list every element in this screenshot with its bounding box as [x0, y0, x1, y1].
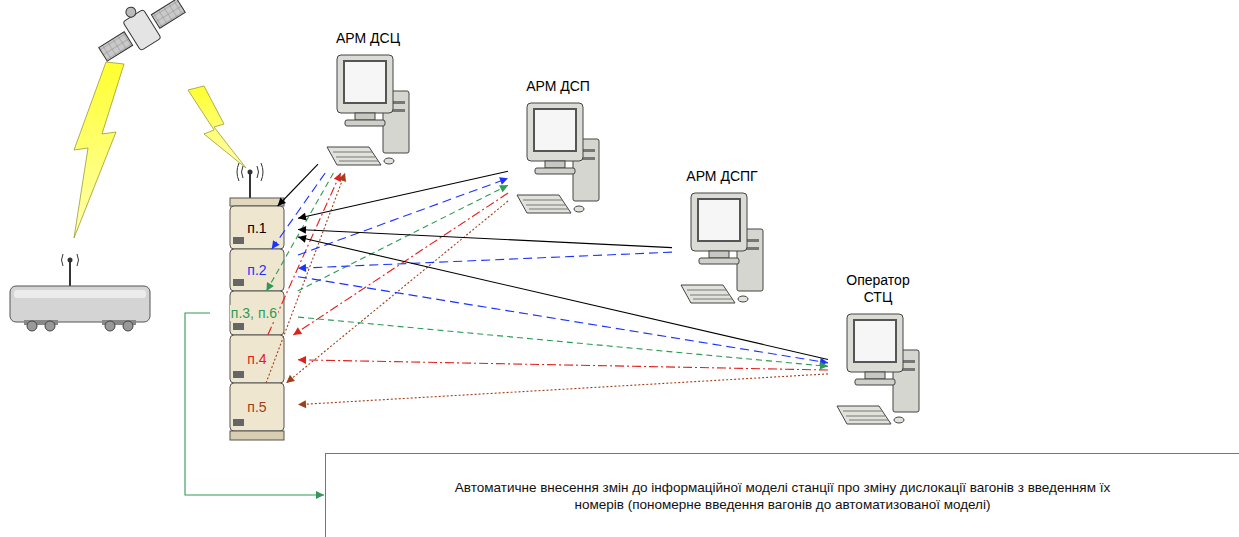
radio-bolt [74, 62, 124, 238]
rack-unit [230, 249, 284, 291]
wagon-antenna [62, 254, 79, 266]
monitor-body [691, 193, 747, 251]
keyboard-keys [523, 200, 568, 209]
monitor-base [855, 379, 895, 385]
mouse [574, 206, 584, 212]
note-text: Автоматичне внесення змін до інформаційн… [453, 479, 1113, 513]
workstation: АРМ ДСПГ [672, 168, 772, 311]
wagon-wheel [123, 321, 133, 331]
monitor-screen [534, 109, 576, 151]
port-label: п.5 [246, 399, 267, 415]
satellite [89, 0, 190, 69]
connector [298, 229, 672, 247]
keyboard-keys [843, 411, 888, 420]
port-label: п.2 [246, 262, 267, 278]
wagon-antenna [69, 262, 71, 286]
mouse [738, 296, 748, 302]
connector [298, 252, 672, 268]
port-label: п.4 [246, 351, 267, 367]
monitor-base [699, 258, 739, 264]
keyboard-keys [333, 152, 378, 161]
solar-panel [99, 32, 133, 61]
rack-unit [230, 383, 284, 431]
workstation-label: Оператор СТЦ [836, 272, 920, 306]
radio-bolt [188, 86, 246, 168]
wagon-body [10, 286, 150, 322]
workstation-label: АРМ ДСПГ [684, 168, 759, 185]
connector [298, 374, 828, 405]
monitor-stand [709, 251, 729, 258]
wagon-antenna [68, 258, 73, 263]
monitor-stand [545, 161, 565, 168]
keyboard [681, 285, 735, 303]
monitor-body [847, 314, 903, 372]
workstation: Оператор СТЦ [828, 272, 928, 432]
note-box: Автоматичне внесення змін до інформаційн… [325, 453, 1239, 537]
connector [286, 201, 508, 383]
server-port: п.3, п.6 [210, 291, 298, 335]
satellite-dish [124, 5, 138, 19]
wagon-wheel [27, 321, 37, 331]
wagon-wheel [105, 321, 115, 331]
connector [298, 360, 828, 370]
workstation: АРМ ДСП [508, 78, 608, 221]
connector [185, 313, 324, 495]
port-label: п.3, п.6 [230, 305, 278, 321]
keyboard [517, 195, 571, 213]
computer-icon [513, 99, 603, 221]
connector [268, 173, 341, 335]
monitor-base [535, 168, 575, 174]
server-port: п.4 [216, 335, 298, 383]
rack-unit [230, 291, 284, 335]
rack-antenna [237, 163, 263, 181]
port-label: п.1 [246, 220, 267, 236]
connector [298, 171, 508, 218]
drive-slot [233, 237, 244, 244]
monitor-stand [355, 113, 375, 120]
server-port: п.2 [216, 249, 298, 291]
keyboard-keys [687, 290, 732, 299]
solar-panel [151, 0, 185, 28]
monitor-screen [698, 199, 740, 241]
server-rack [230, 163, 284, 440]
connector [298, 317, 828, 366]
connector [278, 164, 318, 206]
computer-icon [833, 310, 923, 432]
server-port: п.1 [216, 206, 298, 249]
monitor-screen [344, 61, 386, 103]
monitor-stand [865, 372, 885, 379]
rack-top [230, 198, 284, 206]
rack-antenna [249, 174, 251, 200]
mouse [894, 417, 904, 423]
wagon [10, 254, 150, 331]
monitor-body [337, 55, 393, 113]
monitor-body [527, 103, 583, 161]
drive-slot [233, 279, 244, 286]
workstation: АРМ ДСЦ [318, 30, 418, 173]
connector [298, 178, 508, 255]
keyboard [837, 406, 891, 424]
keyboard [327, 147, 381, 165]
rack-unit [230, 335, 284, 383]
drive-slot [233, 371, 244, 378]
drive-slot [233, 419, 244, 426]
monitor-base [345, 120, 385, 126]
server-port: п.5 [216, 383, 298, 431]
drive-slot [233, 323, 244, 330]
workstation-label: АРМ ДСП [524, 78, 592, 95]
workstation-label: АРМ ДСЦ [334, 30, 402, 47]
wagon-wheel [45, 321, 55, 331]
rack-antenna [248, 170, 253, 175]
computer-icon [323, 51, 413, 173]
mouse [384, 158, 394, 164]
wagon-roof [14, 290, 146, 298]
monitor-screen [854, 320, 896, 362]
computer-icon [677, 189, 767, 311]
rack-base [230, 431, 284, 440]
